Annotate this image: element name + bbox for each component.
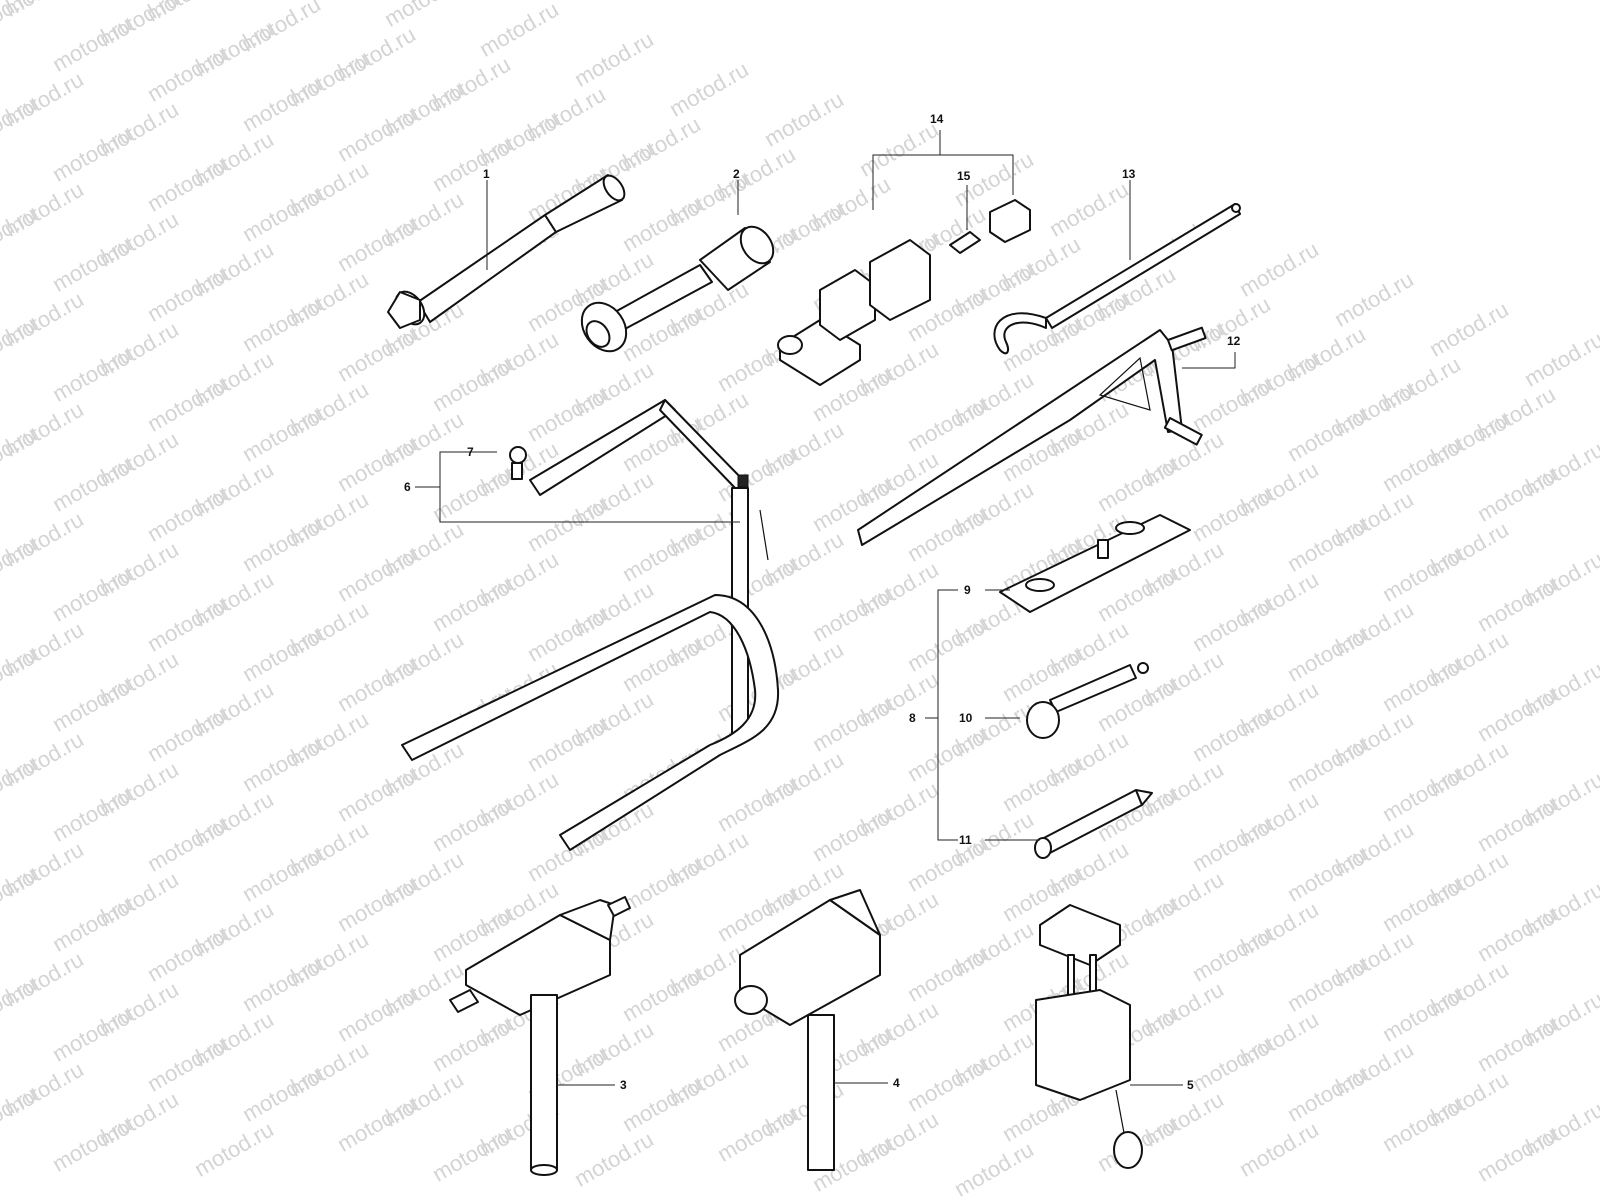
pin-icon (949, 231, 981, 254)
callout-8: 8 (909, 711, 916, 725)
callout-6: 6 (404, 480, 411, 494)
callout-13: 13 (1122, 167, 1136, 181)
callout-7: 7 (467, 445, 474, 459)
holding-wrench-icon (993, 203, 1241, 355)
callout-2: 2 (733, 167, 740, 181)
callout-5: 5 (1187, 1078, 1194, 1092)
callout-1: 1 (483, 167, 490, 181)
installer-tool-icon (1026, 662, 1149, 739)
callout-10: 10 (959, 711, 973, 725)
callout-14: 14 (930, 112, 944, 126)
chain-breaker-icon (449, 896, 631, 1176)
plate-tool-icon (999, 514, 1191, 613)
callout-15: 15 (957, 169, 971, 183)
callout-12: 12 (1227, 334, 1241, 348)
bolt-icon (509, 446, 527, 480)
chain-riveter-icon (1035, 904, 1143, 1169)
clamp-block-icon (777, 199, 1031, 386)
drift-pin-icon (1034, 789, 1153, 859)
callout-4: 4 (893, 1076, 900, 1090)
callout-9: 9 (964, 583, 971, 597)
bearing-puller-icon (580, 225, 775, 353)
chain-press-icon (734, 889, 881, 1171)
work-stand-icon (401, 399, 780, 851)
callout-11: 11 (959, 833, 972, 847)
callout-3: 3 (620, 1078, 627, 1092)
hook-wrench-icon (857, 326, 1207, 546)
